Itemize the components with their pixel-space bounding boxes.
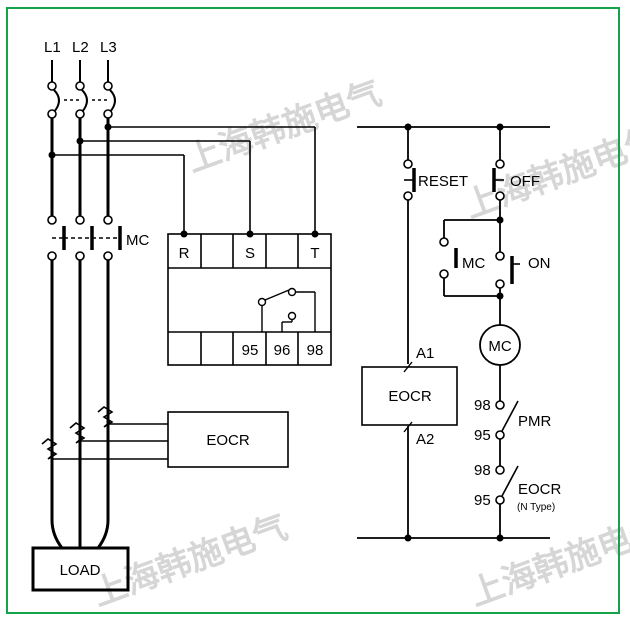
contactor-label: MC [126,232,149,249]
on-label: ON [528,255,551,272]
relay-box [167,233,332,366]
relay-terminal-98: 98 [307,342,324,359]
eocr-control-label: EOCR [388,388,432,405]
diagram-frame [6,7,620,614]
relay-terminal-r: R [179,245,190,262]
contactor-terminals [47,215,113,261]
a1-label: A1 [416,345,434,362]
relay-internal-contact [257,287,316,332]
a2-label: A2 [416,431,434,448]
phase-label-l3: L3 [100,39,117,56]
load-label: LOAD [60,562,101,579]
eocr-contact-95-label: 95 [474,492,491,509]
off-label: OFF [510,173,540,190]
reset-branch [403,127,416,538]
pmr-98-label: 98 [474,397,491,414]
relay-top-dividers [200,234,299,268]
relay-tap-wires [52,126,316,233]
eocr-contact-type-label: (N Type) [517,502,555,513]
phase-wires-mid [50,118,110,216]
breaker-bottom-terminals [47,109,113,119]
relay-bottom-dividers [200,332,299,365]
mc-coil-label: MC [488,338,511,355]
phase-labels: L1 L2 L3 [44,39,117,56]
relay-bottom-labels: 95 96 98 [242,342,324,359]
eocr-contact-label: EOCR [518,481,562,498]
eocr-main-box [167,411,289,468]
breaker-top-terminals [47,81,113,91]
phase-wires-top [51,60,109,82]
hold-and-on-branch [439,219,520,325]
reset-label: RESET [418,173,468,190]
off-branch [492,127,505,252]
breaker-blades [53,89,116,113]
relay-top-labels: R S T [179,245,320,262]
phase-label-l1: L1 [44,39,61,56]
watermark-right-top: 上海韩施电气 [459,119,630,226]
current-transformers [41,406,168,460]
relay-terminal-96: 96 [274,342,291,359]
pmr-95-label: 95 [474,427,491,444]
mc-contact-label: MC [462,255,485,272]
control-bus-lines [357,126,550,539]
eocr-main-label: EOCR [206,432,250,449]
overload-branch [495,365,519,538]
eocr-control-box [361,366,458,426]
phase-wires-bottom [50,260,110,549]
eocr-contact-98-label: 98 [474,462,491,479]
watermark-right-bottom: 上海韩施电气 [464,507,630,614]
watermark-bottom: 上海韩施电气 [87,507,292,614]
relay-terminal-s: S [245,245,255,262]
load-box [31,546,130,592]
relay-terminal-95: 95 [242,342,259,359]
relay-terminal-t: T [310,245,319,262]
phase-label-l2: L2 [72,39,89,56]
pmr-label: PMR [518,413,552,430]
